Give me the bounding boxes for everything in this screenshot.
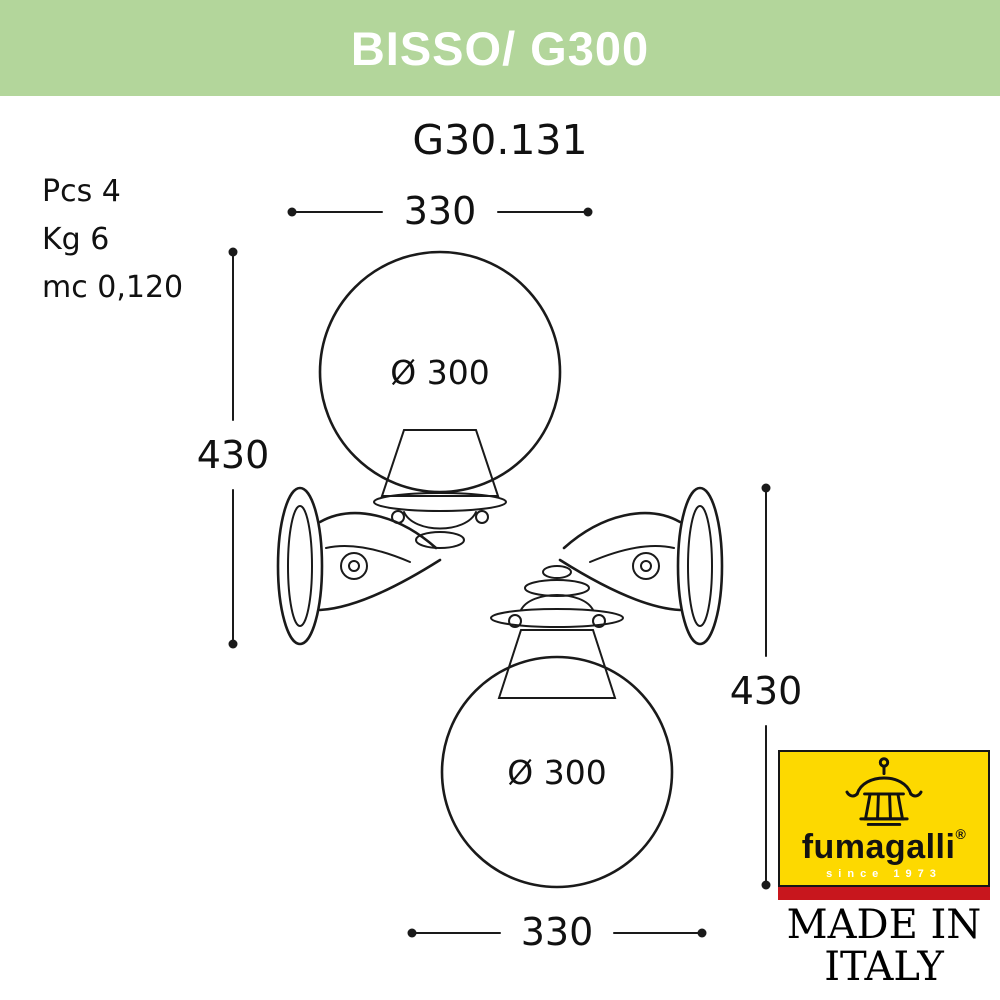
lower-wall-plate xyxy=(676,486,724,646)
upper-lamp: Ø 300 xyxy=(276,250,562,646)
upper-globe-diameter-label: Ø 300 xyxy=(390,353,489,392)
dimension-bottom-width: 330 xyxy=(407,910,707,954)
header-banner: BISSO/ G300 xyxy=(0,0,1000,96)
logo-yellow-panel: fumagalli® since 1973 xyxy=(778,750,990,887)
dim-top-label: 330 xyxy=(404,189,477,233)
dim-left-label: 430 xyxy=(197,433,270,477)
spec-kg: Kg 6 xyxy=(42,222,110,257)
dimension-left-height: 430 xyxy=(197,247,270,649)
dimension-right-height: 430 xyxy=(730,483,803,890)
upper-bracket-arm xyxy=(318,511,442,612)
dim-right-label: 430 xyxy=(730,669,803,713)
upper-lamp-collar xyxy=(373,492,507,512)
lower-lamp-collar xyxy=(490,608,624,628)
brand-name: fumagalli® xyxy=(801,826,967,866)
fumagalli-logo: fumagalli® since 1973 MADE IN ITALY xyxy=(778,750,990,988)
made-in-line2: ITALY xyxy=(824,944,944,990)
upper-lamp-neck xyxy=(380,429,500,497)
lower-lamp: Ø 300 xyxy=(440,486,724,889)
lower-globe xyxy=(440,655,674,889)
lower-bracket-arm xyxy=(558,511,682,612)
made-in-line1: MADE IN xyxy=(786,902,982,948)
specs-block: Pcs 4 Kg 6 mc 0,120 xyxy=(42,168,183,312)
spec-mc: mc 0,120 xyxy=(42,270,184,305)
spec-pcs: Pcs 4 xyxy=(42,174,121,209)
lower-globe-diameter-label: Ø 300 xyxy=(507,753,606,792)
model-number: G30.131 xyxy=(412,116,588,164)
product-name: BISSO/ G300 xyxy=(350,21,650,75)
made-in-text: MADE IN ITALY xyxy=(778,904,990,988)
dimension-top-width: 330 xyxy=(287,189,593,233)
dim-bottom-label: 330 xyxy=(521,910,594,954)
since-text: since 1973 xyxy=(826,868,942,880)
registered-mark: ® xyxy=(955,826,967,842)
lower-lamp-neck xyxy=(497,629,617,699)
lantern-icon xyxy=(845,757,923,826)
logo-red-bar xyxy=(778,887,990,900)
upper-wall-plate xyxy=(276,486,324,646)
